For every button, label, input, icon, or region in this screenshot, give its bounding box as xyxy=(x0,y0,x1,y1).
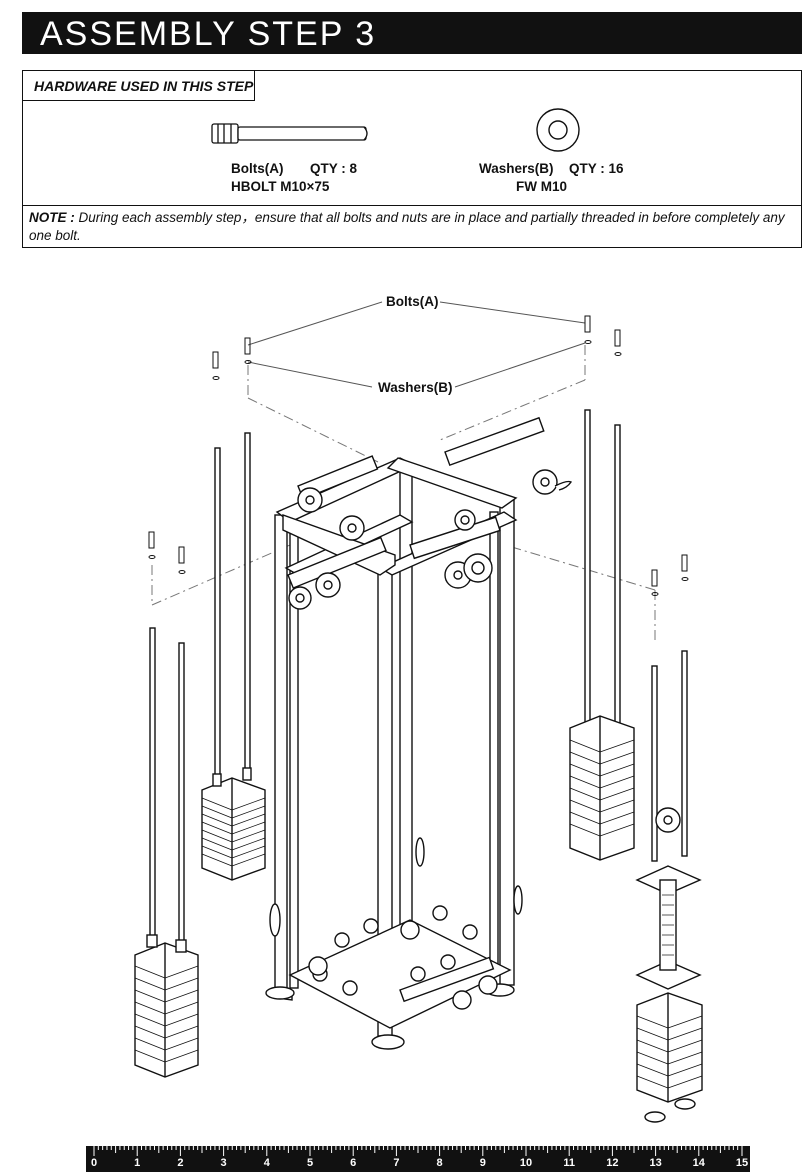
ruler-label: 11 xyxy=(563,1157,576,1169)
ruler-label: 4 xyxy=(263,1157,270,1169)
callout-bolts: Bolts(A) xyxy=(386,294,439,309)
washer-icon xyxy=(536,108,580,152)
hardware-panel: HARDWARE USED IN THIS STEP Bolts(A) QTY … xyxy=(22,70,802,248)
ruler-label: 12 xyxy=(606,1157,619,1169)
bolt-qty: QTY : 8 xyxy=(310,161,358,176)
hardware-icons xyxy=(211,108,580,152)
small-bolts xyxy=(148,315,689,596)
machine-frame xyxy=(265,416,573,1050)
ruler-label: 7 xyxy=(393,1157,400,1169)
ruler-label: 5 xyxy=(306,1157,314,1169)
note-text: During each assembly step，ensure that al… xyxy=(29,210,785,243)
weight-stack-right-upper xyxy=(569,715,635,861)
bolt-spec: HBOLT M10×75 xyxy=(231,179,330,194)
note-label: NOTE : xyxy=(29,210,75,225)
alignment-lines xyxy=(151,345,656,640)
ruler-label: 8 xyxy=(436,1157,443,1169)
ruler-label: 6 xyxy=(350,1157,357,1169)
ruler-label: 1 xyxy=(134,1157,141,1169)
weight-stack-right-lower xyxy=(635,807,703,1123)
ruler-label: 10 xyxy=(519,1157,533,1169)
page-title: ASSEMBLY STEP 3 xyxy=(40,15,377,53)
washer-qty: QTY : 16 xyxy=(569,161,624,176)
ruler-label: 3 xyxy=(220,1157,227,1169)
ruler-label: 14 xyxy=(692,1157,705,1169)
guide-rods xyxy=(149,409,688,949)
weight-stack-left-upper xyxy=(201,767,266,881)
callout-washers: Washers(B) xyxy=(378,380,453,395)
weight-stack-left-lower xyxy=(134,934,199,1078)
ruler-label: 9 xyxy=(479,1157,486,1169)
hardware-section-label: HARDWARE USED IN THIS STEP xyxy=(23,71,255,101)
washer-name: Washers(B) xyxy=(479,161,554,176)
ruler-label: 13 xyxy=(649,1157,662,1169)
ruler-label: 15 xyxy=(735,1157,749,1169)
page-title-bar: ASSEMBLY STEP 3 xyxy=(22,12,802,54)
washer-spec: FW M10 xyxy=(516,179,568,194)
bolt-icon xyxy=(211,123,368,144)
bolt-name: Bolts(A) xyxy=(231,161,284,176)
ruler-label: 0 xyxy=(90,1157,98,1169)
ruler-label: 2 xyxy=(177,1157,184,1169)
callout-leaders xyxy=(247,301,586,388)
assembly-note: NOTE : During each assembly step，ensure … xyxy=(23,205,801,247)
ruler-ticks xyxy=(93,1146,743,1156)
